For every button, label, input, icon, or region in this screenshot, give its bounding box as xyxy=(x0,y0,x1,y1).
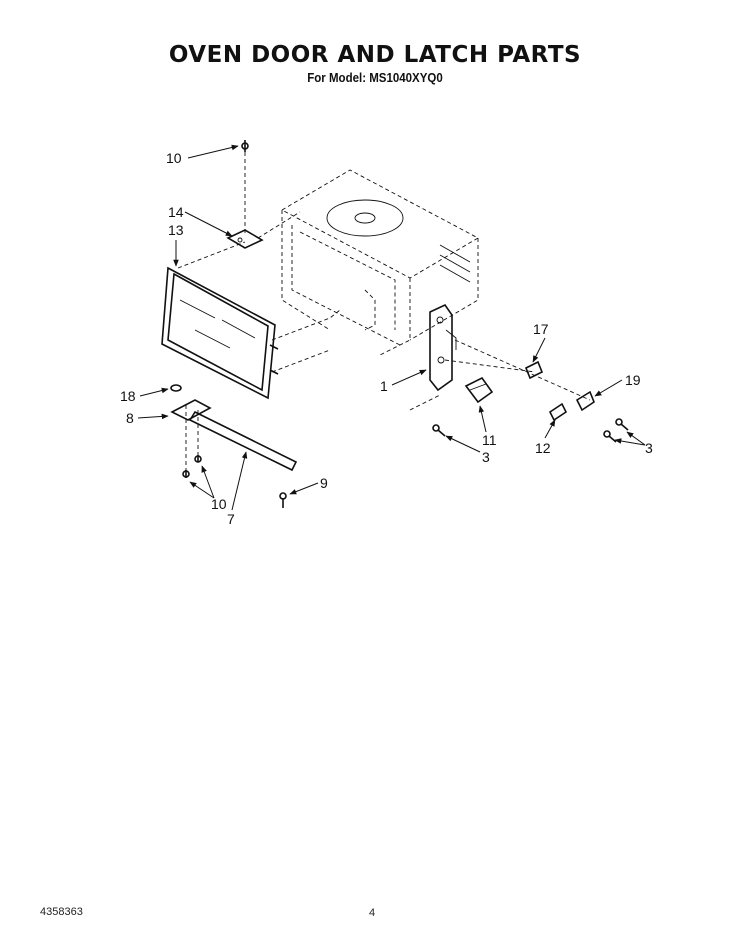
leader-lines xyxy=(137,144,646,511)
callout-9: 9 xyxy=(320,475,328,491)
callout-1: 1 xyxy=(380,378,388,394)
bottom-hinge-and-bar xyxy=(170,384,298,508)
model-subtitle: For Model: MS1040XYQ0 xyxy=(307,71,443,85)
callout-18: 18 xyxy=(120,388,136,404)
top-hinge xyxy=(226,140,264,249)
callout-14: 14 xyxy=(168,204,184,220)
callout-3-left: 3 xyxy=(482,449,490,465)
oven-cavity-outline xyxy=(281,169,479,356)
alignment-lines xyxy=(177,152,591,470)
right-small-parts xyxy=(432,360,629,443)
oven-door xyxy=(161,266,279,400)
callout-19: 19 xyxy=(625,372,641,388)
callout-labels: 10 14 13 18 8 10 7 9 1 17 19 11 3 12 3 xyxy=(120,150,653,527)
callout-17: 17 xyxy=(533,321,549,337)
page-title: OVEN DOOR AND LATCH PARTS xyxy=(168,42,582,68)
switch-11 xyxy=(464,376,494,404)
footer-part-number: 4358363 xyxy=(40,906,83,918)
callout-11: 11 xyxy=(482,432,497,448)
footer-page-number: 4 xyxy=(369,907,376,919)
callout-10-bottom: 10 xyxy=(211,496,227,512)
callout-13: 13 xyxy=(168,222,184,238)
latch-assembly xyxy=(429,303,457,392)
callout-8: 8 xyxy=(126,410,134,426)
callout-3-right: 3 xyxy=(645,440,653,456)
callout-10-top: 10 xyxy=(166,150,182,166)
callout-7: 7 xyxy=(227,511,235,527)
callout-12: 12 xyxy=(535,440,551,456)
